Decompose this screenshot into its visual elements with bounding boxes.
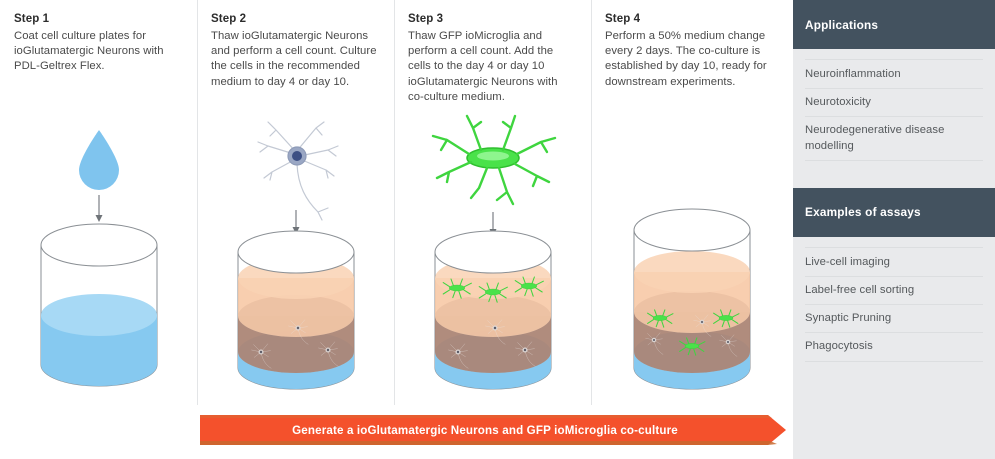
- list-item[interactable]: Neurodegenerative disease modelling: [805, 117, 983, 161]
- step-4-illustration: [591, 100, 793, 400]
- panel-header-applications: Applications: [793, 0, 995, 49]
- step-3-text: Step 3 Thaw GFP ioMicroglia and perform …: [408, 12, 575, 105]
- gfp-microglia-cells-in-well: [442, 276, 544, 303]
- well-cylinder: [633, 208, 751, 390]
- step-2-illustration: [197, 100, 394, 400]
- step-column-2: Step 2 Thaw ioGlutamatergic Neurons and …: [197, 0, 394, 405]
- column-divider-2: [394, 0, 395, 405]
- neuron-cells-in-well: [447, 319, 535, 369]
- well-cylinder: [237, 230, 354, 390]
- step-4-body: Perform a 50% medium change every 2 days…: [605, 30, 767, 88]
- droplet-icon: [78, 130, 119, 190]
- well-cylinder: [434, 230, 551, 390]
- column-divider-3: [591, 0, 592, 405]
- step-1-text: Step 1 Coat cell culture plates for ioGl…: [14, 12, 181, 75]
- neuron-icon: [256, 121, 339, 221]
- step-4-title: Step 4: [605, 13, 641, 25]
- step-1-illustration: [0, 100, 197, 400]
- well-cylinder: [40, 223, 157, 387]
- column-divider-1: [197, 0, 198, 405]
- list-item[interactable]: Neurotoxicity: [805, 89, 983, 118]
- list-item[interactable]: Live-cell imaging: [805, 246, 983, 278]
- coculture-cells: [645, 309, 740, 357]
- step-1-body: Coat cell culture plates for ioGlutamate…: [14, 30, 164, 73]
- step-2-body: Thaw ioGlutamatergic Neurons and perform…: [211, 30, 377, 88]
- list-item[interactable]: Phagocytosis: [805, 333, 983, 362]
- sidebar: Applications Neuroinflammation Neurotoxi…: [793, 0, 995, 459]
- step-column-3: Step 3 Thaw GFP ioMicroglia and perform …: [394, 0, 591, 405]
- gfp-microglia-icon: [431, 114, 556, 206]
- banner-arrow-shape: [200, 415, 786, 445]
- panel-list-assays: Live-cell imaging Label-free cell sortin…: [793, 237, 995, 368]
- coculture-banner: Generate a ioGlutamatergic Neurons and G…: [200, 415, 786, 445]
- step-3-illustration: [394, 100, 591, 400]
- panel-header-examples-of-assays: Examples of assays: [793, 187, 995, 237]
- step-4-text: Step 4 Perform a 50% medium change every…: [605, 12, 777, 90]
- step-2-title: Step 2: [211, 13, 247, 25]
- step-1-title: Step 1: [14, 13, 50, 25]
- step-column-1: Step 1 Coat cell culture plates for ioGl…: [0, 0, 197, 405]
- step-3-title: Step 3: [408, 13, 444, 25]
- steps-area: Step 1 Coat cell culture plates for ioGl…: [0, 0, 793, 445]
- down-arrow-icon: [95, 195, 102, 222]
- list-item[interactable]: Label-free cell sorting: [805, 277, 983, 306]
- panel-list-applications: Neuroinflammation Neurotoxicity Neurodeg…: [793, 49, 995, 167]
- step-2-text: Step 2 Thaw ioGlutamatergic Neurons and …: [211, 12, 378, 90]
- banner-label: Generate a ioGlutamatergic Neurons and G…: [292, 423, 678, 437]
- neuron-cells-in-well: [250, 319, 338, 369]
- step-3-body: Thaw GFP ioMicroglia and perform a cell …: [408, 30, 558, 103]
- step-column-4: Step 4 Perform a 50% medium change every…: [591, 0, 793, 405]
- down-arrow-icon: [292, 210, 299, 234]
- list-item[interactable]: Neuroinflammation: [805, 59, 983, 90]
- list-item[interactable]: Synaptic Pruning: [805, 305, 983, 334]
